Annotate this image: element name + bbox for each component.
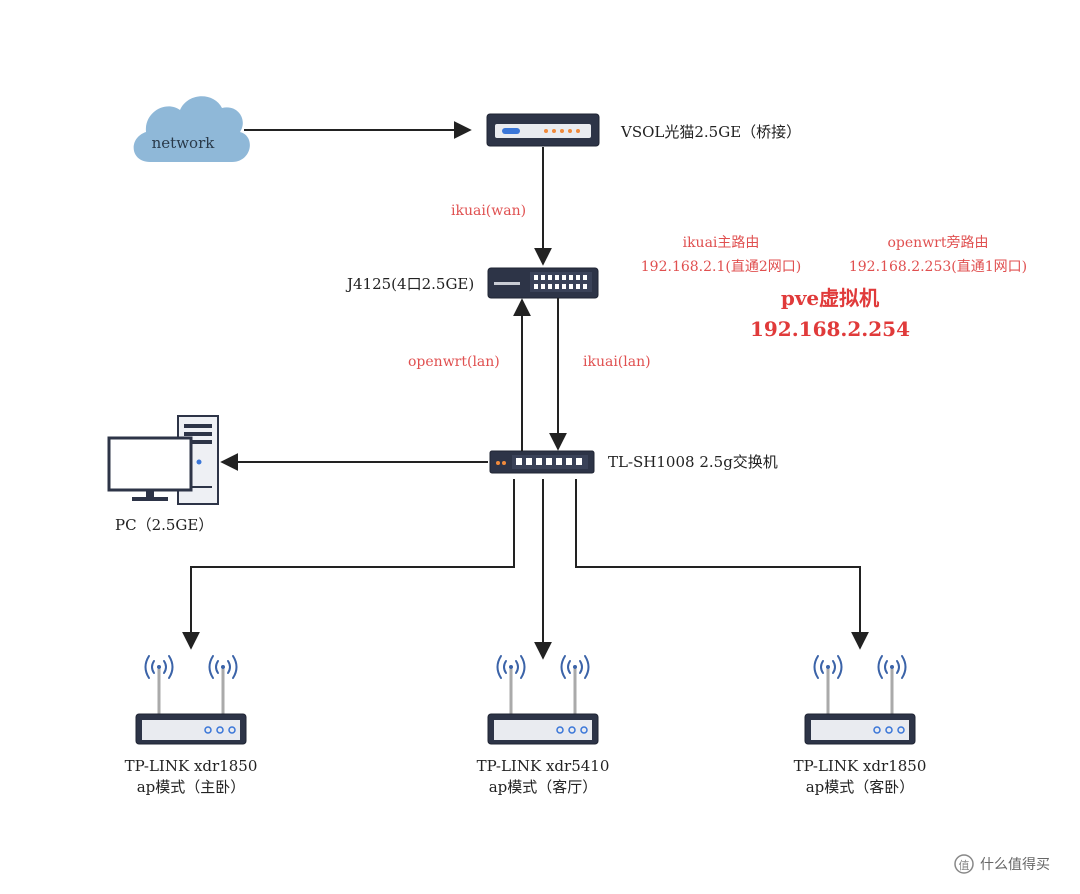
modem-blue-led: [502, 128, 520, 134]
ap-group: TP-LINK xdr1850 ap模式（主卧） TP-LINK xdr5410 ap…: [125, 655, 927, 796]
wifi-wave: [579, 660, 583, 674]
watermark-logo-icon: [954, 854, 974, 874]
ap-led: [897, 726, 905, 734]
modem-led: [576, 129, 580, 133]
wifi-wave: [503, 660, 507, 674]
watermark: 值 什么值得买: [954, 854, 1050, 874]
switch-led: [502, 461, 506, 465]
wifi-wave: [832, 660, 836, 674]
router-stripe: [494, 282, 520, 285]
pve-ip: 192.168.2.254: [750, 317, 910, 341]
wifi-wave: [520, 655, 526, 679]
modem-device: [486, 113, 600, 147]
wifi-wave: [877, 655, 883, 679]
wifi-wave: [496, 655, 502, 679]
antenna-tip: [509, 665, 513, 669]
ikuai-main-title: ikuai主路由: [683, 235, 760, 251]
wifi-wave: [215, 660, 219, 674]
ap-led: [873, 726, 881, 734]
wifi-wave: [820, 660, 824, 674]
ap-panel: [494, 720, 592, 740]
switch-led: [496, 461, 500, 465]
ap-device-3: TP-LINK xdr1850 ap模式（客卧）: [794, 655, 927, 796]
router-label: J4125(4口2.5GE): [345, 275, 474, 293]
ap-mode-label: ap模式（主卧）: [137, 778, 246, 796]
openwrt-bypass-ip: 192.168.2.253(直通1网口): [849, 258, 1027, 275]
modem-led: [560, 129, 564, 133]
switch-to-ap3-link: [575, 479, 869, 650]
modem-router-link-label: ikuai(wan): [451, 203, 526, 219]
modem-led: [552, 129, 556, 133]
ap-device-1: TP-LINK xdr1850 ap模式（主卧）: [125, 655, 258, 796]
router-ports: [534, 275, 587, 289]
modem-label: VSOL光猫2.5GE（桥接）: [620, 123, 801, 141]
openwrt-bypass-title: openwrt旁路由: [888, 234, 989, 251]
switch-to-ap1-link: [182, 479, 515, 650]
ap-panel: [142, 720, 240, 740]
ikuai-main-ip: 192.168.2.1(直通2网口): [641, 258, 801, 275]
ap-led: [556, 726, 564, 734]
wifi-wave: [151, 660, 155, 674]
wifi-wave: [232, 655, 238, 679]
wifi-wave: [896, 660, 900, 674]
ikuai-lan-link-label: ikuai(lan): [583, 354, 651, 370]
wifi-wave: [227, 660, 231, 674]
wifi-wave: [567, 660, 571, 674]
router-device: [487, 267, 599, 299]
ap-model-label: TP-LINK xdr5410: [477, 757, 610, 775]
antenna-tip: [221, 665, 225, 669]
antenna-tip: [157, 665, 161, 669]
ap-device-2: TP-LINK xdr5410 ap模式（客厅）: [477, 655, 610, 796]
pc-monitor: [107, 436, 193, 501]
cloud-icon: [133, 96, 250, 162]
ap-led: [580, 726, 588, 734]
openwrt-lan-link-label: openwrt(lan): [408, 354, 500, 370]
ap-led: [885, 726, 893, 734]
antenna-tip: [826, 665, 830, 669]
router-port-block: [530, 272, 592, 292]
ap-led: [204, 726, 212, 734]
antenna-tip: [573, 665, 577, 669]
switch-label: TL-SH1008 2.5g交换机: [608, 453, 778, 471]
switch-ports: [516, 458, 582, 465]
wifi-wave: [837, 655, 843, 679]
modem-led: [544, 129, 548, 133]
cloud-label: network: [152, 134, 216, 152]
ap-led: [228, 726, 236, 734]
pve-title: pve虚拟机: [781, 286, 879, 310]
modem-led: [568, 129, 572, 133]
wifi-wave: [901, 655, 907, 679]
wifi-wave: [560, 655, 566, 679]
pc-device: [107, 415, 219, 505]
pc-label: PC（2.5GE）: [115, 516, 213, 534]
wifi-wave: [168, 655, 174, 679]
antenna-tip: [890, 665, 894, 669]
wifi-wave: [144, 655, 150, 679]
wifi-wave: [163, 660, 167, 674]
ap-mode-label: ap模式（客厅）: [489, 778, 598, 796]
ap-led: [568, 726, 576, 734]
ap-led: [216, 726, 224, 734]
wifi-wave: [584, 655, 590, 679]
ap-mode-label: ap模式（客卧）: [806, 778, 915, 796]
wifi-wave: [208, 655, 214, 679]
watermark-text: 什么值得买: [980, 856, 1050, 873]
ap-model-label: TP-LINK xdr1850: [125, 757, 258, 775]
modem-panel: [495, 124, 591, 138]
wifi-wave: [884, 660, 888, 674]
watermark-logo-glyph: 值: [959, 859, 970, 872]
ap-model-label: TP-LINK xdr1850: [794, 757, 927, 775]
wifi-wave: [515, 660, 519, 674]
wifi-wave: [813, 655, 819, 679]
network-cloud: network: [133, 96, 250, 162]
switch-device: [489, 450, 595, 474]
ap-panel: [811, 720, 909, 740]
